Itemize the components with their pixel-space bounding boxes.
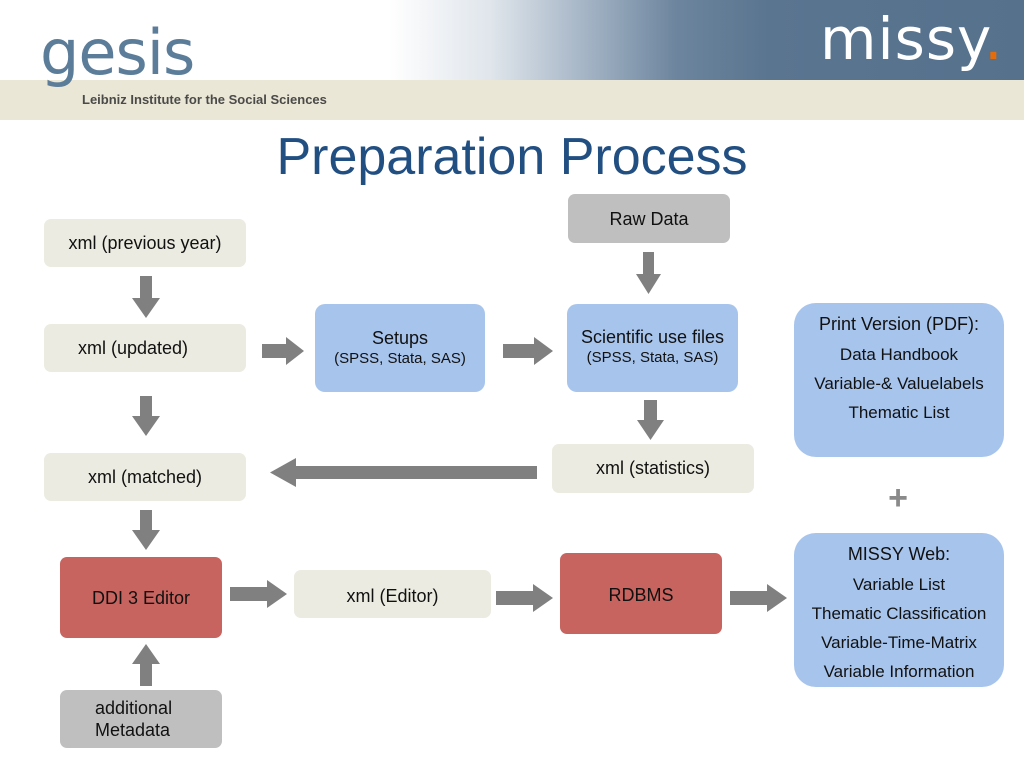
missy-web-item: Thematic Classification (811, 604, 987, 623)
node-xml-updated: xml (updated) (44, 324, 246, 372)
node-scientific-use-files-sub: (SPSS, Stata, SAS) (586, 349, 719, 366)
arrow-matched-to-ddi (132, 510, 160, 550)
node-raw-data-label: Raw Data (609, 208, 689, 229)
node-ddi3-editor-label: DDI 3 Editor (91, 587, 191, 608)
missy-web-item: Variable Information (823, 662, 975, 681)
header-subband (0, 80, 1024, 120)
node-additional-metadata-line1: additional (95, 698, 173, 718)
missy-logo-text: missy (820, 5, 985, 73)
arrow-updated-to-setups (262, 337, 304, 365)
node-additional-metadata-line2: Metadata (95, 720, 171, 740)
arrow-statistics-to-matched (270, 458, 537, 487)
node-missy-web: MISSY Web: Variable List Thematic Classi… (794, 533, 1004, 687)
node-scientific-use-files: Scientific use files (SPSS, Stata, SAS) (567, 304, 738, 392)
arrow-metadata-to-ddi (132, 644, 160, 686)
node-xml-matched: xml (matched) (44, 453, 246, 501)
gesis-logo-subtitle: Leibniz Institute for the Social Science… (82, 92, 327, 107)
node-print-version: Print Version (PDF): Data Handbook Varia… (794, 303, 1004, 457)
node-rdbms-label: RDBMS (608, 585, 674, 605)
node-xml-updated-label: xml (updated) (78, 338, 189, 358)
node-xml-editor-label: xml (Editor) (346, 586, 439, 606)
node-rdbms: RDBMS (560, 553, 722, 634)
print-version-title: Print Version (PDF): (818, 314, 980, 334)
node-additional-metadata: additional Metadata (60, 690, 222, 748)
node-xml-matched-label: xml (matched) (87, 467, 203, 487)
missy-web-item: Variable List (852, 575, 946, 594)
missy-web-title: MISSY Web: (847, 544, 951, 564)
arrow-scientific-to-statistics (637, 400, 664, 440)
print-version-item: Variable-& Valuelabels (814, 374, 984, 393)
arrow-rdbms-to-missyweb (730, 584, 787, 612)
node-setups: Setups (SPSS, Stata, SAS) (315, 304, 485, 392)
arrow-ddi-to-xmleditor (230, 580, 287, 608)
node-setups-sub: (SPSS, Stata, SAS) (334, 350, 466, 367)
node-xml-editor: xml (Editor) (294, 570, 491, 618)
arrow-setups-to-scientific (503, 337, 553, 365)
missy-web-item: Variable-Time-Matrix (821, 633, 977, 652)
arrow-updated-to-matched (132, 396, 160, 436)
node-scientific-use-files-title: Scientific use files (580, 327, 725, 347)
header-banner (0, 0, 1024, 80)
arrow-xmleditor-to-rdbms (496, 584, 553, 612)
node-setups-title: Setups (371, 328, 429, 348)
missy-logo-dot: . (984, 5, 1004, 73)
node-xml-previous-year-label: xml (previous year) (68, 233, 222, 253)
print-version-item: Data Handbook (839, 345, 959, 364)
node-xml-statistics: xml (statistics) (552, 444, 754, 493)
gesis-logo: gesis (40, 16, 195, 89)
print-version-item: Thematic List (848, 403, 950, 422)
page-title: Preparation Process (276, 128, 748, 186)
missy-logo: missy. (820, 4, 1004, 74)
arrow-raw-to-scientific (636, 252, 661, 294)
node-xml-statistics-label: xml (statistics) (596, 458, 710, 478)
node-ddi3-editor: DDI 3 Editor (60, 557, 222, 638)
node-xml-previous-year: xml (previous year) (44, 219, 246, 267)
plus-sign: + (888, 479, 908, 517)
node-raw-data: Raw Data (568, 194, 730, 243)
arrow-previous-to-updated (132, 276, 160, 318)
